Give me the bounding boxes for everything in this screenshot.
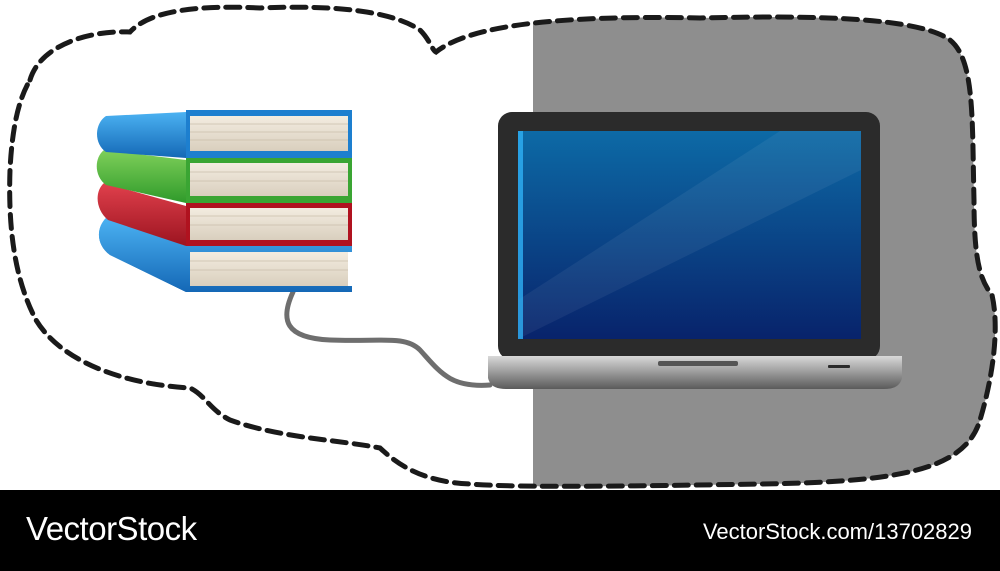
image-reference: VectorStock.com/13702829 <box>702 519 972 544</box>
laptop-trackpad-notch <box>658 361 738 366</box>
book-stack <box>96 110 352 292</box>
dashed-cut-outline <box>7 4 998 489</box>
book-top-blue <box>97 110 352 158</box>
watermark-footer: VectorStock VectorStock.com/13702829 <box>0 490 1000 571</box>
books-laptop-illustration <box>7 4 998 489</box>
cable <box>284 289 493 388</box>
laptop-screen <box>518 131 861 339</box>
laptop <box>488 112 902 389</box>
screen-glare <box>518 131 861 339</box>
page-lines <box>190 123 348 271</box>
vectorstock-logo: VectorStock <box>26 510 197 547</box>
book-bottom-blue <box>98 218 352 292</box>
laptop-indicator <box>828 365 850 368</box>
laptop-base <box>488 356 902 389</box>
